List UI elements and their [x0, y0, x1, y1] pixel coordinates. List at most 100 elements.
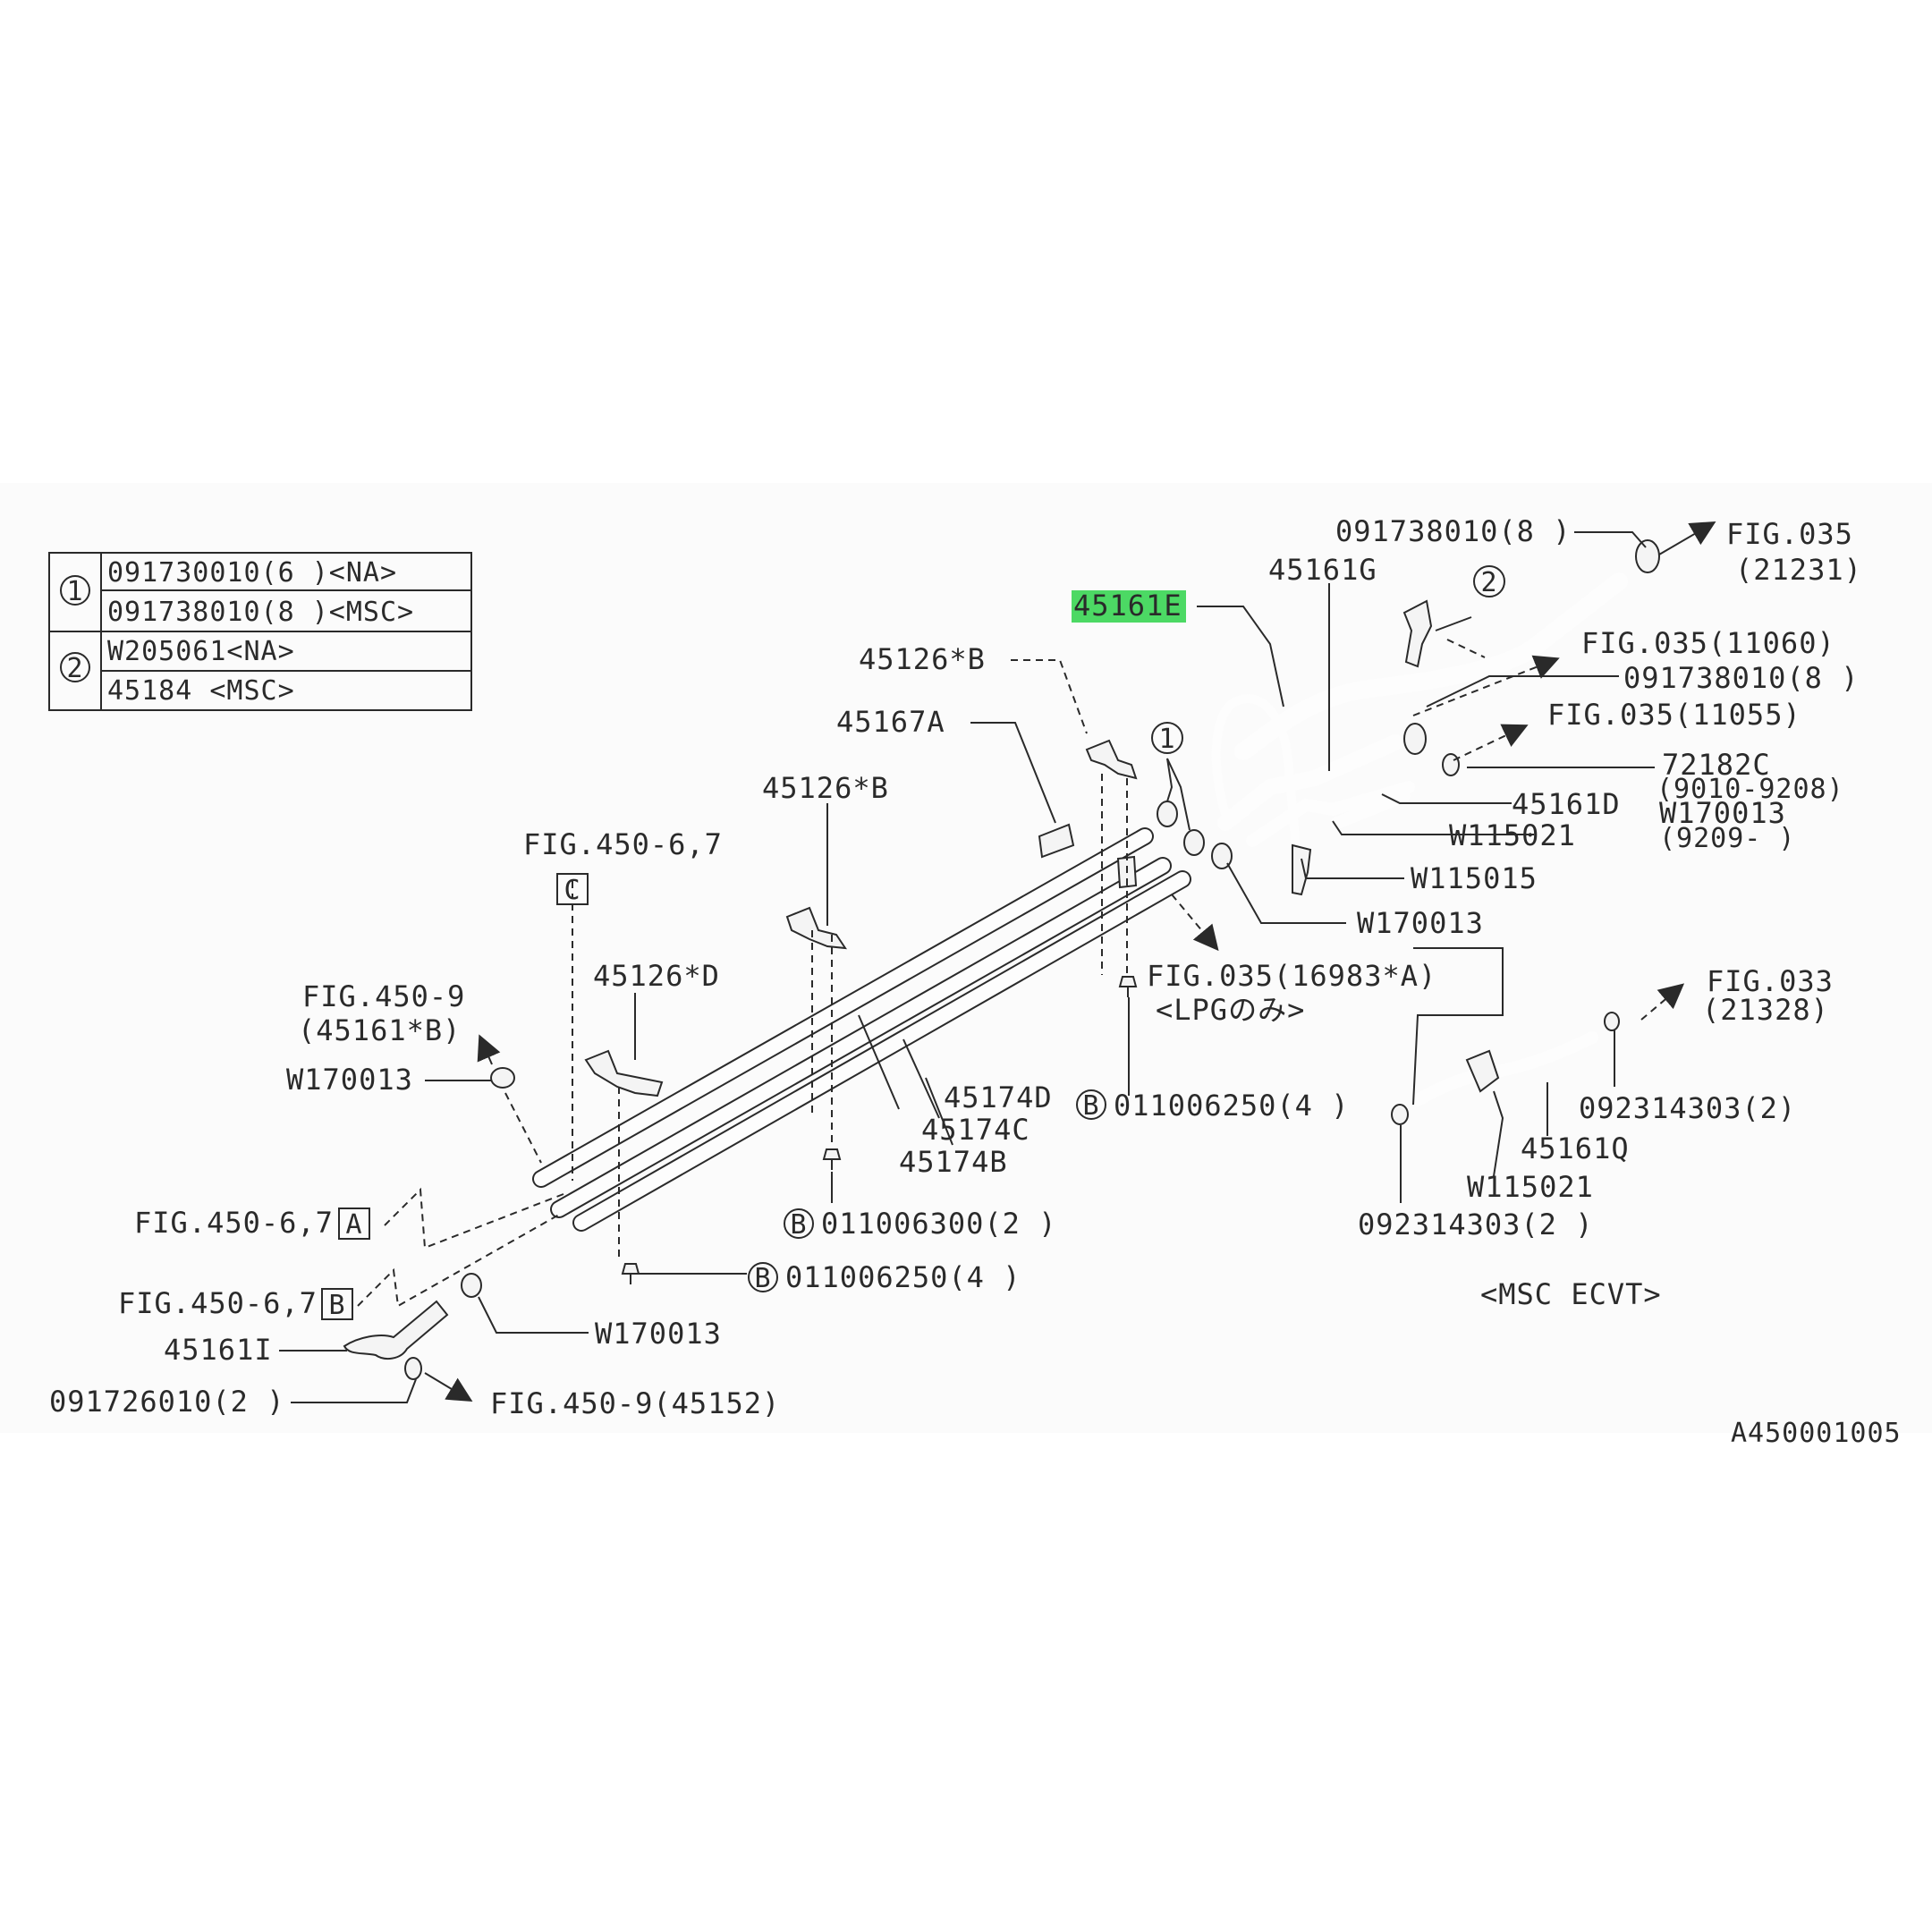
pad-45167A	[1038, 823, 1075, 859]
clip-45126B-top	[1085, 739, 1138, 780]
label-W170013-mid[interactable]: W170013	[1357, 906, 1484, 940]
label-fig035-16983[interactable]: FIG.035(16983*A)	[1147, 959, 1436, 993]
clamp-1a	[1157, 801, 1178, 827]
diagram-panel	[0, 483, 1932, 1433]
clamp-091726010	[404, 1357, 422, 1380]
label-W115021-bottom[interactable]: W115021	[1467, 1170, 1594, 1204]
label-fig450-9-45152[interactable]: FIG.450-9(45152)	[490, 1386, 780, 1420]
bolt-011006250-right	[1118, 976, 1138, 997]
svg-text:B: B	[1082, 1090, 1099, 1122]
label-fig450-9-a[interactable]: FIG.450-9	[302, 979, 465, 1013]
bolt-b-markers: B B B	[748, 1089, 1106, 1294]
label-092314303-bottom[interactable]: 092314303(2 )	[1358, 1208, 1593, 1241]
label-45174B[interactable]: 45174B	[899, 1145, 1008, 1179]
circle-marker-1	[1151, 722, 1183, 754]
label-fig035-21231-b: (21231)	[1735, 553, 1862, 587]
label-45161Q[interactable]: 45161Q	[1521, 1131, 1630, 1165]
svg-text:B: B	[754, 1263, 771, 1294]
svg-text:2: 2	[1480, 567, 1497, 598]
label-011006300[interactable]: 011006300(2 )	[821, 1207, 1056, 1241]
label-msc-ecvt: <MSC ECVT>	[1480, 1277, 1662, 1311]
legend-marker-2	[60, 652, 90, 682]
label-W115021-top[interactable]: W115021	[1449, 818, 1576, 852]
highlight-45161E	[1072, 590, 1186, 623]
label-W170013-right[interactable]: W170013	[1659, 796, 1786, 830]
label-092314303-right[interactable]: 092314303(2)	[1579, 1091, 1796, 1125]
label-45167A[interactable]: 45167A	[836, 705, 945, 739]
label-45161I[interactable]: 45161I	[164, 1333, 273, 1367]
label-011006250-right[interactable]: 011006250(4 )	[1114, 1089, 1349, 1123]
svg-text:B: B	[790, 1209, 807, 1241]
grommet-W170013-left	[490, 1067, 515, 1089]
label-fig033-a[interactable]: FIG.033	[1707, 964, 1834, 998]
circle-markers: 2 1	[1151, 565, 1505, 755]
label-091726010[interactable]: 091726010(2 )	[49, 1385, 284, 1419]
svg-text:B: B	[328, 1290, 345, 1321]
leader-lines	[279, 521, 1716, 1403]
label-091738010-mid[interactable]: 091738010(8 )	[1623, 661, 1859, 695]
box-marker-a	[338, 1208, 370, 1240]
label-45126B-top[interactable]: 45126*B	[859, 642, 986, 676]
pipe-45174B	[572, 870, 1191, 1232]
circle-marker-2	[1473, 565, 1505, 597]
legend-marker-1	[60, 575, 90, 606]
bracket-circle-2	[1402, 599, 1433, 668]
svg-text:C: C	[564, 875, 580, 906]
grommet-W170013-mid	[1211, 843, 1233, 869]
label-45161E[interactable]: 45161E	[1073, 589, 1182, 623]
label-45161D[interactable]: 45161D	[1512, 787, 1621, 821]
label-091738010-top[interactable]: 091738010(8 )	[1335, 514, 1571, 548]
label-45174C[interactable]: 45174C	[921, 1113, 1030, 1147]
label-W170013-left[interactable]: W170013	[286, 1063, 413, 1097]
pipe-clips	[584, 739, 1138, 1097]
label-45174D[interactable]: 45174D	[944, 1080, 1053, 1114]
legend-row-1b: 091738010(8 )<MSC>	[107, 597, 414, 628]
label-fig035-11060[interactable]: FIG.035(11060)	[1581, 626, 1835, 660]
svg-text:1: 1	[66, 576, 83, 607]
clamp-72182C	[1442, 753, 1460, 776]
svg-text:A: A	[345, 1209, 362, 1241]
labels: 091738010(8 ) FIG.035 (21231) 45161G 451…	[49, 514, 1902, 1449]
label-fig450-67-c[interactable]: FIG.450-6,7	[523, 827, 723, 861]
bolts	[621, 976, 1138, 1284]
boxed-markers: C A B	[321, 873, 589, 1321]
label-45126D[interactable]: 45126*D	[593, 959, 720, 993]
label-fig450-67-b[interactable]: FIG.450-6,7	[118, 1286, 318, 1320]
clip-45126B-mid	[785, 906, 848, 950]
left-bottom-parts	[343, 1067, 515, 1380]
clip-W115021-bottom	[1465, 1049, 1500, 1093]
legend-row-1a: 091730010(6 )<NA>	[107, 557, 397, 589]
grommet-W170013-bottom	[461, 1273, 482, 1298]
label-fig035-21231-a[interactable]: FIG.035	[1726, 517, 1853, 551]
label-72182C[interactable]: 72182C	[1662, 748, 1771, 782]
legend-table: 1 2 091730010(6 )<NA> 091738010(8 )<MSC>…	[48, 552, 472, 711]
label-fig450-67-a[interactable]: FIG.450-6,7	[134, 1206, 334, 1240]
clamp-091738010-mid	[1403, 723, 1427, 755]
label-range-9010: (9010-9208)	[1657, 774, 1844, 805]
clip-W115015	[1292, 843, 1312, 896]
label-fig035-11055[interactable]: FIG.035(11055)	[1547, 698, 1801, 732]
clip-45126D	[584, 1049, 664, 1097]
label-011006250-bottom[interactable]: 011006250(4 )	[785, 1260, 1021, 1294]
hose-45161I	[343, 1300, 449, 1360]
label-45126B-mid[interactable]: 45126*B	[762, 771, 889, 805]
label-W170013-bottom[interactable]: W170013	[595, 1317, 722, 1351]
pipe-45174C	[550, 857, 1172, 1218]
bolt-011006300	[822, 1148, 842, 1170]
clamps-upper	[1157, 539, 1660, 896]
legend-row-2a: W205061<NA>	[107, 636, 295, 667]
label-doc-code: A450001005	[1731, 1418, 1902, 1449]
msc-ecvt-group	[1391, 1012, 1620, 1125]
svg-text:1: 1	[1158, 724, 1175, 755]
label-range-9209: (9209- )	[1659, 823, 1796, 854]
svg-text:2: 2	[66, 653, 83, 684]
box-marker-c	[556, 873, 589, 905]
label-fig450-9-b: (45161*B)	[298, 1013, 461, 1047]
label-W115015[interactable]: W115015	[1411, 861, 1538, 895]
label-fig033-b: (21328)	[1702, 993, 1829, 1027]
label-45161G[interactable]: 45161G	[1268, 553, 1377, 587]
label-lpg: <LPGのみ>	[1156, 993, 1305, 1027]
clamp-091738010-top	[1635, 539, 1660, 573]
clamp-1b	[1183, 829, 1205, 856]
